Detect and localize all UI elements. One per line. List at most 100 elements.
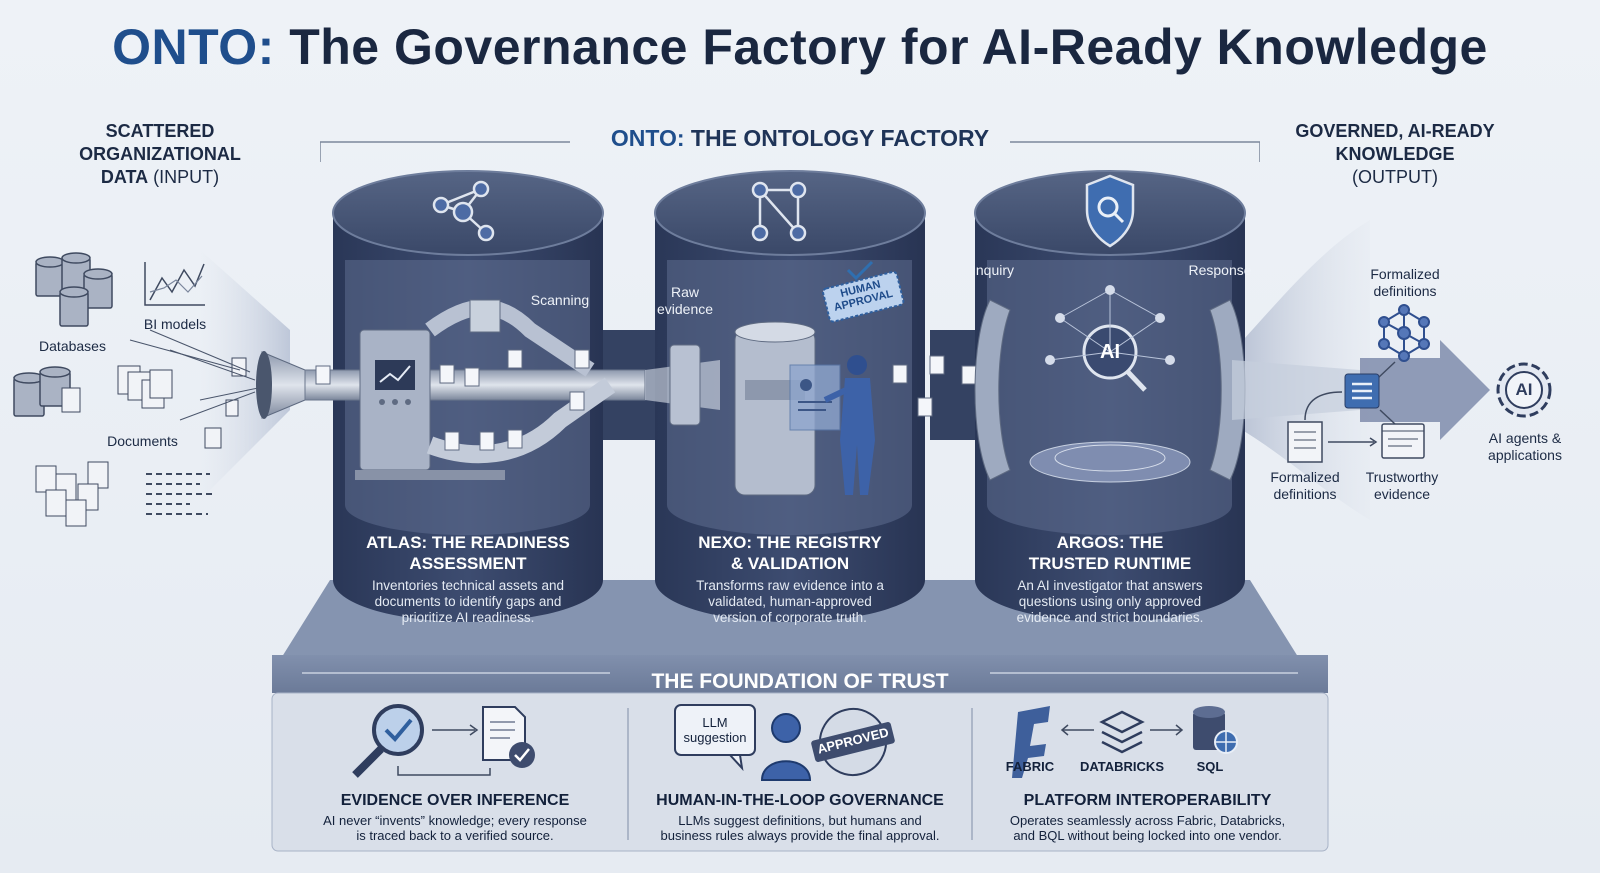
cyl-title-line: TRUSTED RUNTIME xyxy=(1028,554,1192,573)
label-line: evidence xyxy=(656,301,714,317)
pillar-hitl-desc: LLMs suggest definitions, but humans and… xyxy=(630,813,970,843)
shield-icon xyxy=(1085,174,1135,248)
desc-line: AI never “invents” knowledge; every resp… xyxy=(323,813,587,828)
cyl-title-line: ASSESSMENT xyxy=(409,554,527,573)
input-title: SCATTERED ORGANIZATIONAL DATA (INPUT) xyxy=(50,120,270,189)
llm-suggestion-bubble xyxy=(674,704,756,772)
formalized-definitions-top-label: Formalized definitions xyxy=(1355,266,1455,300)
factory-bracket xyxy=(320,141,1260,162)
desc-line: validated, human-approved xyxy=(708,594,872,609)
databricks-label: DATABRICKS xyxy=(1079,759,1164,774)
network-icon xyxy=(432,180,495,242)
atlas-description: Inventories technical assets and documen… xyxy=(340,578,596,626)
ai-agent-gear-icon xyxy=(1496,362,1552,418)
cyl-title-line: & VALIDATION xyxy=(730,554,850,573)
label-line: evidence xyxy=(1373,486,1431,502)
formalized-doc-icon xyxy=(1287,421,1323,463)
label-line: Formalized xyxy=(1370,266,1440,282)
argos-title: ARGOS: THE TRUSTED RUNTIME xyxy=(982,532,1238,574)
argos-description: An AI investigator that answers question… xyxy=(982,578,1238,626)
page-title: ONTO: The Governance Factory for AI-Read… xyxy=(0,18,1600,76)
evidence-window-icon xyxy=(1381,423,1425,459)
pillar-interop-title: PLATFORM INTEROPERABILITY xyxy=(1023,792,1272,809)
desc-line: Transforms raw evidence into a xyxy=(696,578,884,593)
pillar-hitl-title: HUMAN-IN-THE-LOOP GOVERNANCE xyxy=(656,792,944,809)
desc-line: evidence and strict boundaries. xyxy=(1016,610,1204,625)
label-line: definitions xyxy=(1373,283,1437,299)
foundation-band xyxy=(272,655,1328,693)
llm-suggestion-text: LLM suggestion xyxy=(675,715,755,745)
argos-chamber xyxy=(974,299,1246,483)
input-title-line: ORGANIZATIONAL xyxy=(79,144,241,164)
structured-doc-icon xyxy=(1344,373,1380,409)
desc-line: Inventories technical assets and xyxy=(371,578,565,593)
label-line: Raw xyxy=(670,284,699,300)
desc-line: documents to identify gaps and xyxy=(374,594,562,609)
bi-chart-icon xyxy=(144,262,205,306)
approved-stamp xyxy=(811,708,895,776)
inquiry-label: Inquiry xyxy=(971,262,1015,278)
pillar-evidence-title: EVIDENCE OVER INFERENCE xyxy=(340,792,570,809)
desc-line: LLMs suggest definitions, but humans and xyxy=(678,813,922,828)
input-title-sub: (INPUT) xyxy=(148,167,220,187)
atlas-title: ATLAS: THE READINESS ASSESSMENT xyxy=(340,532,596,574)
label-line: Trustworthy xyxy=(1365,469,1439,485)
title-accent: ONTO: xyxy=(112,19,275,75)
ai-agent-badge: AI xyxy=(1515,380,1533,399)
fabric-icon xyxy=(1012,706,1050,778)
label-line: applications xyxy=(1488,447,1562,463)
desc-line: Operates seamlessly across Fabric, Datab… xyxy=(1009,813,1286,828)
reviewer-avatar-icon xyxy=(760,713,812,781)
factory-text: THE ONTOLOGY FACTORY xyxy=(684,125,990,151)
sql-database-icon xyxy=(1193,706,1238,754)
foundation-title: THE FOUNDATION OF TRUST xyxy=(651,670,949,693)
desc-line: questions using only approved xyxy=(1018,594,1202,609)
desc-line: An AI investigator that answers xyxy=(1017,578,1203,593)
input-title-line: SCATTERED xyxy=(105,121,215,141)
factory-accent: ONTO: xyxy=(610,125,685,151)
desc-line: business rules always provide the final … xyxy=(660,828,940,843)
knowledge-graph-icon xyxy=(1378,304,1430,362)
desc-line: version of corporate truth. xyxy=(713,610,867,625)
desc-line: is traced back to a verified source. xyxy=(356,828,554,843)
nexo-registry-device xyxy=(669,321,841,496)
data-lines xyxy=(146,473,212,515)
documents-label: Documents xyxy=(107,433,178,449)
cyl-title-line: ATLAS: THE READINESS xyxy=(366,533,570,552)
response-label: Response xyxy=(1188,262,1252,278)
output-title-line: KNOWLEDGE xyxy=(1335,144,1455,164)
human-approval-stamp xyxy=(822,270,905,323)
magnifier-check-icon xyxy=(352,704,424,778)
ai-agents-label: AI agents & applications xyxy=(1470,430,1580,464)
label-line: Formalized xyxy=(1270,469,1340,485)
graph-icon xyxy=(751,181,807,242)
input-title-line: DATA xyxy=(100,167,149,187)
raw-evidence-label: Raw evidence xyxy=(645,284,725,318)
cyl-title-line: NEXO: THE REGISTRY xyxy=(698,533,882,552)
label-line: definitions xyxy=(1273,486,1337,502)
databases-label: Databases xyxy=(39,338,106,354)
trustworthy-evidence-label: Trustworthy evidence xyxy=(1352,469,1452,503)
title-text: The Governance Factory for AI-Ready Know… xyxy=(274,19,1488,75)
document-icons xyxy=(35,357,247,527)
formalized-definitions-bottom-label: Formalized definitions xyxy=(1255,469,1355,503)
fabric-label: FABRIC xyxy=(1005,759,1055,774)
desc-line: and BQL without being locked into one ve… xyxy=(1013,828,1282,843)
factory-label: ONTO: THE ONTOLOGY FACTORY xyxy=(330,125,1270,152)
pillar-evidence-desc: AI never “invents” knowledge; every resp… xyxy=(285,813,625,843)
scanning-label: Scanning xyxy=(530,292,590,308)
cyl-title-line: ARGOS: THE xyxy=(1056,533,1164,552)
output-title: GOVERNED, AI-READY KNOWLEDGE (OUTPUT) xyxy=(1285,120,1505,189)
output-title-sub: (OUTPUT) xyxy=(1352,167,1438,187)
bi-models-label: BI models xyxy=(143,316,207,332)
pillar-interop-desc: Operates seamlessly across Fabric, Datab… xyxy=(975,813,1320,843)
databricks-icon xyxy=(1099,710,1145,754)
nexo-title: NEXO: THE REGISTRY & VALIDATION xyxy=(662,532,918,574)
validator-person xyxy=(823,355,875,495)
output-title-line: GOVERNED, AI-READY xyxy=(1295,121,1495,141)
ai-core-label: AI xyxy=(1100,341,1120,363)
sql-label: SQL xyxy=(1196,759,1224,774)
verified-document-icon xyxy=(482,706,535,768)
label-line: AI agents & xyxy=(1488,430,1562,446)
